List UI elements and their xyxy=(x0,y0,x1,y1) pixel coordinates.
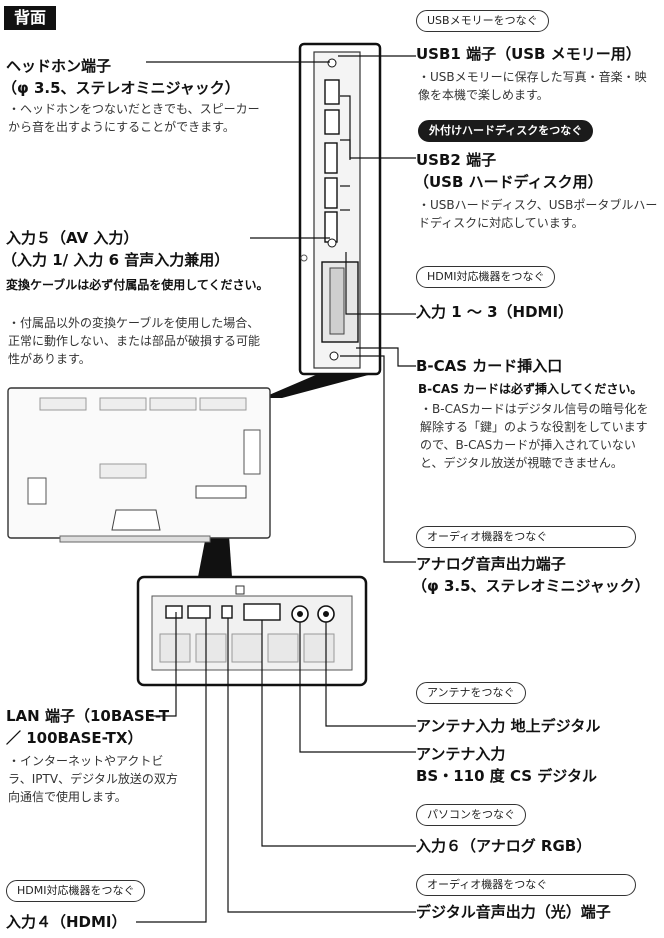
headphone-desc: ・ヘッドホンをつないだときでも、スピーカーから音を出すようにすることができます。 xyxy=(8,102,260,134)
digital-out-title: デジタル音声出力（光）端子 xyxy=(416,903,611,921)
bcas-title: B-CAS カード挿入口 xyxy=(416,357,563,375)
lan-title: LAN 端子（10BASE-T xyxy=(6,707,170,725)
pill-audio-bottom: オーディオ機器をつなぐ xyxy=(416,874,636,896)
bottom-panel-illustration xyxy=(136,575,368,687)
pill-antenna: アンテナをつなぐ xyxy=(416,682,526,704)
lan-subtitle: ／ 100BASE-TX） xyxy=(6,729,143,747)
usb2-desc: ・USBハードディスク、USBポータブルハードディスクに対応しています。 xyxy=(418,198,658,230)
usb1-desc: ・USBメモリーに保存した写真・音楽・映像を本機で楽しめます。 xyxy=(418,70,647,102)
input5-title: 入力５（AV 入力） xyxy=(6,229,139,247)
lan-desc: ・インターネットやアクトビラ、IPTV、デジタル放送の双方向通信で使用します。 xyxy=(8,754,178,804)
pill-usb-memory: USBメモリーをつなぐ xyxy=(416,10,549,32)
pill-hdd: 外付けハードディスクをつなぐ xyxy=(418,120,594,142)
input5-note: 変換ケーブルは必ず付属品を使用してください。 xyxy=(6,278,269,292)
antenna-bs-subtitle: BS・110 度 CS デジタル xyxy=(416,767,598,785)
headphone-title: ヘッドホン端子 xyxy=(6,57,112,75)
side-panel-illustration xyxy=(298,42,382,376)
antenna-bs-title: アンテナ入力 xyxy=(416,745,506,763)
bcas-desc: ・B-CASカードはデジタル信号の暗号化を解除する「鍵」のような役割をしています… xyxy=(420,402,649,470)
input4-title: 入力４（HDMI） xyxy=(6,913,127,931)
input5-desc: ・付属品以外の変換ケーブルを使用した場合、正常に動作しない、または部品が破損する… xyxy=(8,316,261,366)
hdmi13-title: 入力 1 〜 3（HDMI） xyxy=(416,303,574,321)
input5-subtitle: （入力 1/ 入力 6 音声入力兼用） xyxy=(2,251,230,269)
antenna-terrestrial: アンテナ入力 地上デジタル xyxy=(416,717,601,735)
analog-out-title: アナログ音声出力端子 xyxy=(416,555,566,573)
analog-out-subtitle: （φ 3.5、ステレオミニジャック） xyxy=(412,577,650,595)
pill-hdmi-bottom: HDMI対応機器をつなぐ xyxy=(6,880,146,902)
headphone-subtitle: （φ 3.5、ステレオミニジャック） xyxy=(2,79,240,97)
bcas-note: B-CAS カードは必ず挿入してください。 xyxy=(418,382,643,396)
usb2-subtitle: （USB ハードディスク用） xyxy=(414,173,603,191)
pill-pc: パソコンをつなぐ xyxy=(416,804,526,826)
usb2-title: USB2 端子 xyxy=(416,151,497,169)
pill-hdmi-top: HDMI対応機器をつなぐ xyxy=(416,266,556,288)
usb1-title: USB1 端子（USB メモリー用） xyxy=(416,45,641,63)
leader-lines xyxy=(136,55,416,923)
pill-audio-top: オーディオ機器をつなぐ xyxy=(416,526,636,548)
input6-title: 入力６（アナログ RGB） xyxy=(416,837,592,855)
section-title: 背面 xyxy=(4,6,56,30)
tv-back-illustration xyxy=(7,387,271,543)
